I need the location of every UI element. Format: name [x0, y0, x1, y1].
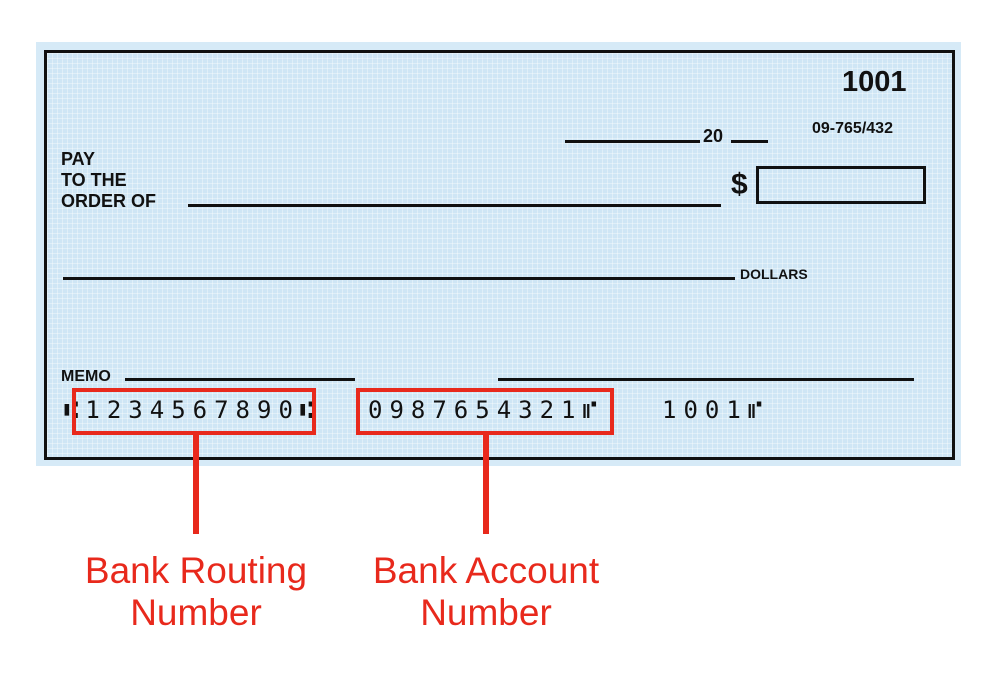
label-line: Number: [420, 592, 552, 633]
micr-account: 0987654321: [368, 396, 583, 424]
routing-number-label: Bank Routing Number: [46, 550, 346, 634]
micr-routing: 1234567890: [85, 396, 300, 424]
routing-pointer-line: [193, 435, 199, 534]
micr-check-wrap: 1001⑈: [662, 396, 770, 424]
fraction-code: 09-765/432: [812, 120, 893, 137]
pay-label-line: PAY: [61, 149, 96, 169]
dollar-sign: $: [731, 168, 748, 201]
check-number: 1001: [842, 66, 907, 98]
micr-account-wrap: 0987654321⑈: [368, 396, 604, 424]
micr-check-number: 1001: [662, 396, 748, 424]
amount-words-line[interactable]: [63, 277, 735, 280]
memo-label: MEMO: [61, 368, 111, 385]
check: [44, 50, 955, 460]
account-number-label: Bank Account Number: [336, 550, 636, 634]
date-line: [565, 140, 700, 143]
date-prefix: 20: [703, 126, 724, 146]
pay-label-line: TO THE: [61, 170, 127, 190]
label-line: Bank Routing: [84, 550, 308, 591]
amount-box[interactable]: [756, 166, 926, 204]
signature-line[interactable]: [498, 378, 914, 381]
account-highlight-box: [356, 388, 614, 435]
pay-label-line: ORDER OF: [61, 191, 157, 211]
dollars-label: DOLLARS: [740, 266, 808, 282]
label-line: Number: [130, 592, 262, 633]
date-year-line: [731, 140, 768, 143]
pay-to-label: PAY TO THE ORDER OF: [61, 149, 156, 212]
account-pointer-line: [483, 435, 489, 534]
label-line: Bank Account: [372, 550, 600, 591]
memo-line[interactable]: [125, 378, 355, 381]
routing-highlight-box: [72, 388, 316, 435]
payee-line[interactable]: [188, 204, 721, 207]
